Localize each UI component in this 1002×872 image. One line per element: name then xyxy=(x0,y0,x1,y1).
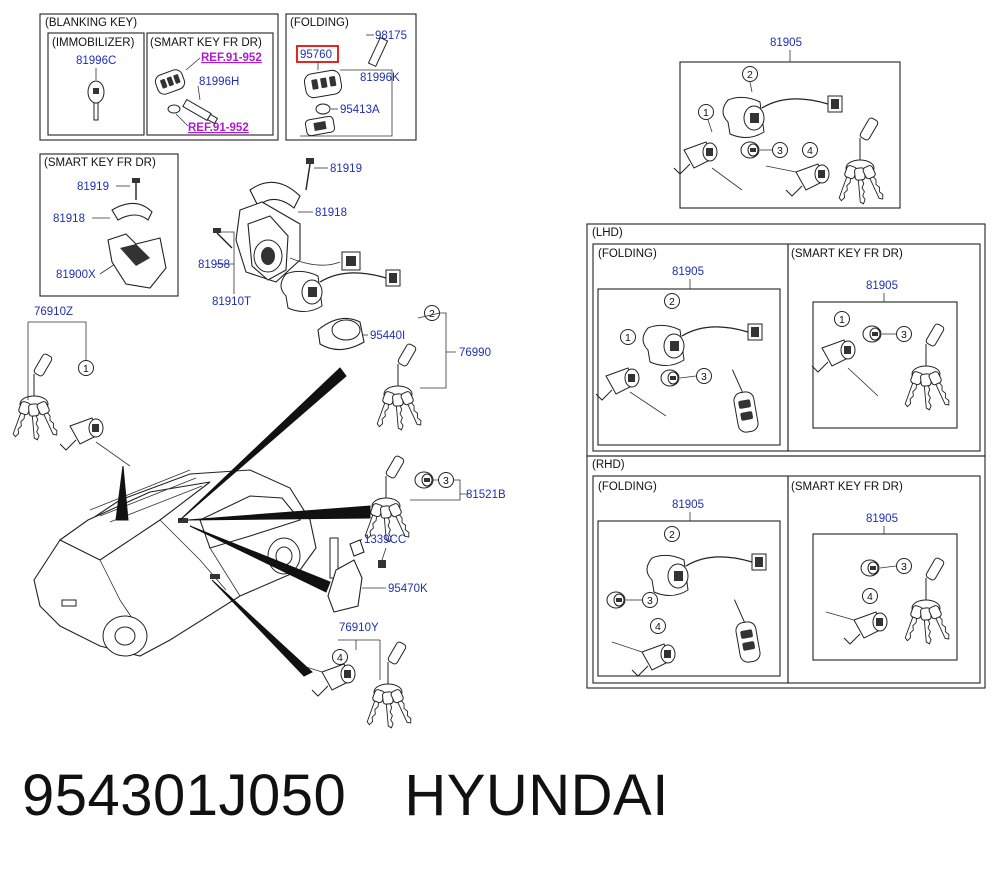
battery-icon xyxy=(167,104,181,114)
svg-text:1: 1 xyxy=(703,107,709,119)
folding-case-icon xyxy=(304,115,336,137)
smart-key-cover-title: (SMART KEY FR DR) xyxy=(44,157,156,169)
part-label-95440I[interactable]: 95440I xyxy=(370,330,405,342)
part-label-81996C[interactable]: 81996C xyxy=(76,55,116,67)
blanking-key-title: (BLANKING KEY) xyxy=(45,17,137,29)
fuel-lid-assembly: 1339CC 95470K xyxy=(327,534,428,613)
part-label-81958[interactable]: 81958 xyxy=(198,259,230,271)
svg-text:4: 4 xyxy=(807,145,813,157)
svg-text:2: 2 xyxy=(747,69,753,81)
folding-title: (FOLDING) xyxy=(290,17,349,29)
immobilizer-title: (IMMOBILIZER) xyxy=(52,37,135,49)
rhd-panel: (RHD) (FOLDING) (SMART KEY FR DR) 81905 … xyxy=(586,455,986,689)
ref-91-952-bottom-link[interactable]: REF.91-952 xyxy=(188,122,249,134)
svg-text:2: 2 xyxy=(669,529,675,541)
top-right-assembly: 81905 2 1 3 4 xyxy=(673,37,901,209)
folding-key-fob-icon xyxy=(303,69,343,99)
svg-text:2: 2 xyxy=(429,308,435,320)
rhd-folding-title: (FOLDING) xyxy=(598,481,657,493)
lhd-panel: (LHD) (FOLDING) (SMART KEY FR DR) 81905 … xyxy=(586,223,986,457)
ignition-assembly: 81919 81918 81958 81910T xyxy=(198,158,362,308)
part-caption: 954301J050 HYUNDAI xyxy=(22,762,669,829)
part-label-81918-cover[interactable]: 81918 xyxy=(53,213,85,225)
key-set-76910Y: 76910Y 4 xyxy=(289,622,414,728)
key-set-81521B: 3 81521B xyxy=(362,455,506,542)
part-label-81905-rhd-smart[interactable]: 81905 xyxy=(866,513,898,525)
lhd-title: (LHD) xyxy=(592,227,623,239)
part-label-81905-lhd-smart[interactable]: 81905 xyxy=(866,280,898,292)
smart-key-fob-icon xyxy=(154,69,186,95)
parts-diagram: (BLANKING KEY) (IMMOBILIZER) 81996C (SMA… xyxy=(0,13,986,760)
rhd-folding-key-icon xyxy=(733,599,761,663)
part-label-81919-cover[interactable]: 81919 xyxy=(77,181,109,193)
svg-text:3: 3 xyxy=(777,145,783,157)
ref-91-952-top-link[interactable]: REF.91-952 xyxy=(201,52,262,64)
svg-text:1: 1 xyxy=(839,314,845,326)
part-label-95413A[interactable]: 95413A xyxy=(340,104,380,116)
svg-text:1: 1 xyxy=(83,363,89,375)
part-label-95470K[interactable]: 95470K xyxy=(388,583,428,595)
part-label-81918[interactable]: 81918 xyxy=(315,207,347,219)
folding-group: (FOLDING) 95760 98175 81996K 95413A xyxy=(285,13,417,141)
blade-key-icon xyxy=(182,98,219,125)
key-set-76990: 2 76990 xyxy=(374,305,491,431)
smart-key-fr-dr-title: (SMART KEY FR DR) xyxy=(150,37,262,49)
part-label-81905-rhd-folding[interactable]: 81905 xyxy=(672,499,704,511)
caption-brand: HYUNDAI xyxy=(404,763,669,828)
svg-text:3: 3 xyxy=(647,595,653,607)
lhd-folding-title: (FOLDING) xyxy=(598,248,657,260)
part-label-81910T[interactable]: 81910T xyxy=(212,296,251,308)
svg-text:2: 2 xyxy=(669,296,675,308)
part-label-76990[interactable]: 76990 xyxy=(459,347,491,359)
part-label-81900X-cover[interactable]: 81900X xyxy=(56,269,96,281)
svg-text:3: 3 xyxy=(901,329,907,341)
svg-text:4: 4 xyxy=(867,591,873,603)
blanking-key-group: (BLANKING KEY) (IMMOBILIZER) 81996C (SMA… xyxy=(39,13,279,141)
folding-battery-icon xyxy=(315,103,331,115)
svg-text:3: 3 xyxy=(701,371,707,383)
svg-text:1: 1 xyxy=(625,332,631,344)
key-set-76910Z: 76910Z 1 xyxy=(10,306,131,467)
svg-text:3: 3 xyxy=(443,475,449,487)
part-label-81996H[interactable]: 81996H xyxy=(199,76,239,88)
svg-text:4: 4 xyxy=(337,652,343,664)
part-label-95760[interactable]: 95760 xyxy=(300,49,332,61)
vehicle-illustration xyxy=(33,367,371,677)
part-label-81521B[interactable]: 81521B xyxy=(466,489,506,501)
svg-text:3: 3 xyxy=(901,561,907,573)
folding-blade-icon xyxy=(367,36,389,68)
highlighted-part-box xyxy=(296,45,339,63)
rhd-smart-key-title: (SMART KEY FR DR) xyxy=(791,481,903,493)
part-label-76910Y[interactable]: 76910Y xyxy=(339,622,379,634)
svg-text:4: 4 xyxy=(655,621,661,633)
part-label-81905-top[interactable]: 81905 xyxy=(770,37,802,49)
part-label-81919[interactable]: 81919 xyxy=(330,163,362,175)
rhd-title: (RHD) xyxy=(592,459,625,471)
lhd-folding-key-icon xyxy=(731,369,759,433)
screw-icon xyxy=(132,178,140,200)
part-label-81905-lhd-folding[interactable]: 81905 xyxy=(672,266,704,278)
lhd-smart-key-title: (SMART KEY FR DR) xyxy=(791,248,903,260)
caption-part-number: 954301J050 xyxy=(22,763,347,828)
antenna-assembly: 95440I xyxy=(280,269,405,351)
bracket-icon xyxy=(111,202,153,221)
part-label-76910Z[interactable]: 76910Z xyxy=(34,306,73,318)
immobilizer-key-icon xyxy=(87,80,105,121)
part-label-81996K[interactable]: 81996K xyxy=(360,72,400,84)
smart-key-cover-group: (SMART KEY FR DR) 81919 81918 81900X xyxy=(39,153,179,297)
part-label-1339CC[interactable]: 1339CC xyxy=(364,534,406,546)
